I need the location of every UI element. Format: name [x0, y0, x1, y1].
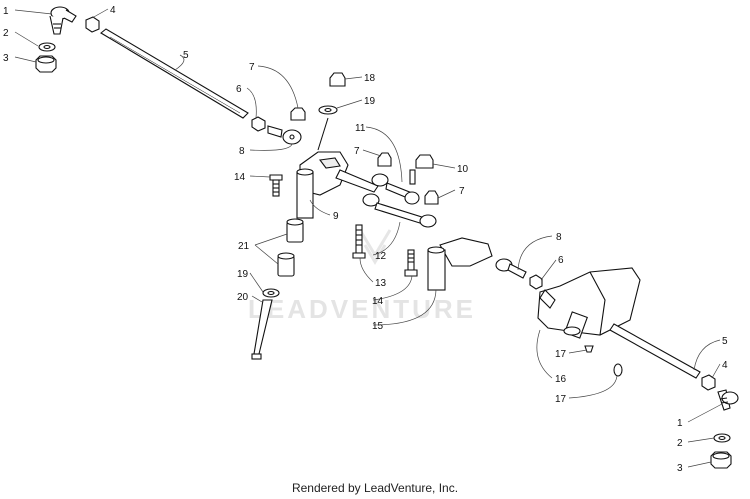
callout-5-top[interactable]: 5 [183, 50, 189, 61]
footer-credit: Rendered by LeadVenture, Inc. [291, 481, 459, 495]
jam-nut-6b[interactable] [529, 274, 543, 290]
leader-lines [14, 8, 723, 468]
steering-arm-15[interactable] [427, 237, 493, 291]
tie-rod-right[interactable] [609, 323, 701, 379]
callout-5-right[interactable]: 5 [722, 336, 728, 347]
callout-7-center[interactable]: 7 [354, 146, 360, 157]
callout-21[interactable]: 21 [238, 241, 250, 252]
callout-10[interactable]: 10 [457, 164, 469, 175]
callout-2-top[interactable]: 2 [3, 28, 9, 39]
bushing-21-top[interactable] [286, 218, 304, 243]
jam-nut-right[interactable] [701, 374, 716, 391]
callout-4-right[interactable]: 4 [722, 360, 728, 371]
callout-14-bottom[interactable]: 14 [372, 296, 384, 307]
callout-9[interactable]: 9 [333, 211, 339, 222]
callout-15[interactable]: 15 [372, 321, 384, 332]
bolt-vertical-11[interactable] [409, 169, 416, 185]
washer-right[interactable] [713, 433, 731, 443]
lock-nut-10[interactable] [415, 154, 434, 169]
watermark-text: LEADVENTURE [248, 294, 476, 324]
callout-2-bottom[interactable]: 2 [677, 438, 683, 449]
callout-18[interactable]: 18 [364, 73, 376, 84]
callout-1-bottom[interactable]: 1 [677, 418, 683, 429]
callout-labels: 1 2 3 4 5 6 7 8 18 19 11 7 10 7 14 9 21 … [3, 5, 728, 474]
nut-left[interactable] [35, 55, 57, 73]
callout-19-top[interactable]: 19 [364, 96, 376, 107]
watermark-logo [358, 229, 392, 265]
bolt-13[interactable] [352, 224, 366, 259]
spindle-16[interactable] [537, 267, 641, 339]
bushing-21-bottom[interactable] [277, 252, 295, 277]
bolt-14b[interactable] [404, 249, 418, 277]
jam-nut-left[interactable] [85, 16, 100, 33]
diagram-canvas: LEADVENTURE [3, 5, 739, 474]
callout-3-top[interactable]: 3 [3, 53, 9, 64]
pivot-bolt-20[interactable] [251, 299, 273, 360]
lock-nut-7c[interactable] [424, 190, 439, 205]
drag-link-11[interactable] [371, 173, 420, 205]
callout-12[interactable]: 12 [375, 251, 387, 262]
callout-7-right[interactable]: 7 [459, 186, 465, 197]
callout-11[interactable]: 11 [355, 123, 366, 134]
callout-17-bottom[interactable]: 17 [555, 394, 567, 405]
grease-fitting-17b[interactable] [613, 363, 623, 377]
callout-6-right[interactable]: 6 [558, 255, 564, 266]
tie-rod-end-8b[interactable] [495, 258, 527, 279]
callout-14-top[interactable]: 14 [234, 172, 246, 183]
washer-19-top[interactable] [318, 105, 338, 115]
tie-rod-end-left[interactable] [49, 6, 77, 35]
callout-13[interactable]: 13 [375, 278, 387, 289]
washer-left[interactable] [38, 42, 56, 52]
callout-6-top[interactable]: 6 [236, 84, 242, 95]
callout-7-top[interactable]: 7 [249, 62, 255, 73]
lock-nut-18[interactable] [329, 72, 346, 87]
callout-19-bottom[interactable]: 19 [237, 269, 249, 280]
callout-16[interactable]: 16 [555, 374, 567, 385]
callout-3-bottom[interactable]: 3 [677, 463, 683, 474]
lock-nut-7b[interactable] [377, 152, 392, 167]
callout-1-top[interactable]: 1 [3, 6, 9, 17]
drag-link-12[interactable] [362, 193, 437, 228]
callout-8-top[interactable]: 8 [239, 146, 245, 157]
tie-rod-end-inner-left[interactable] [267, 125, 302, 145]
steering-arm-9[interactable] [296, 151, 379, 219]
lock-nut-7a[interactable] [290, 107, 306, 121]
grease-fitting-17a[interactable] [584, 345, 594, 353]
tie-rod-left[interactable] [100, 28, 249, 119]
jam-nut-rod-left[interactable] [251, 116, 266, 132]
washer-19-bottom[interactable] [262, 288, 280, 298]
nut-right[interactable] [710, 451, 732, 469]
callout-4-top[interactable]: 4 [110, 5, 116, 16]
callout-20[interactable]: 20 [237, 292, 249, 303]
callout-17-top[interactable]: 17 [555, 349, 567, 360]
tie-rod-end-right[interactable] [717, 389, 739, 411]
bolt-14a[interactable] [269, 174, 283, 197]
callout-8-right[interactable]: 8 [556, 232, 562, 243]
